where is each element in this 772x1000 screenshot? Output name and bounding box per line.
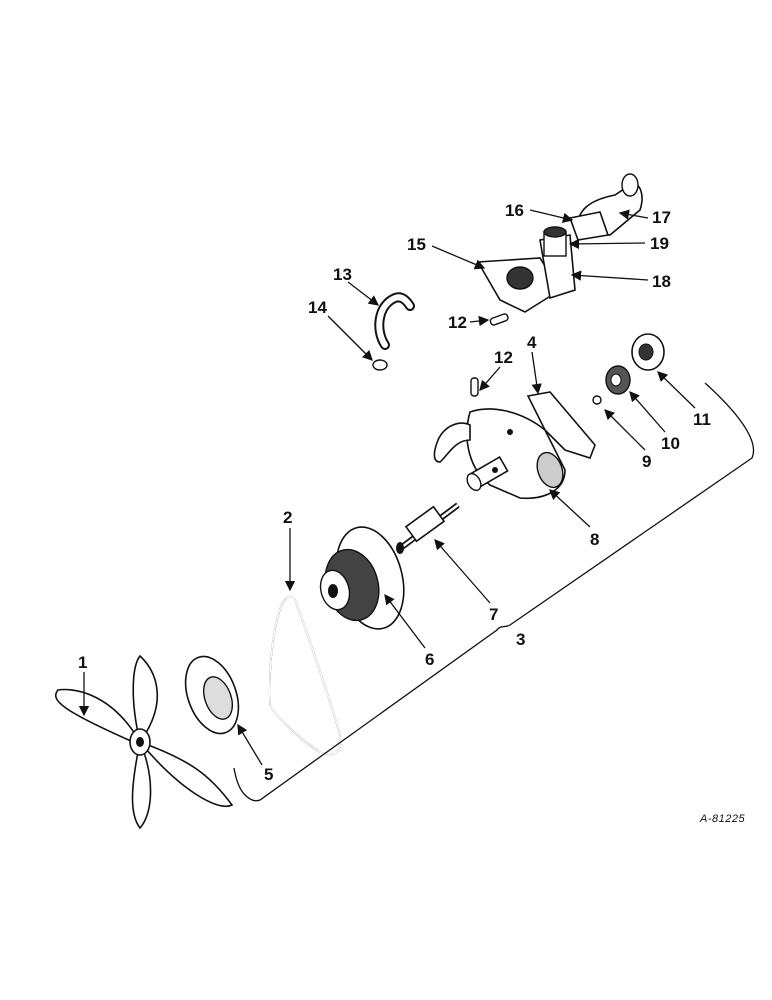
callout-7: 7 — [489, 605, 498, 624]
callout-10: 10 — [661, 434, 680, 453]
callout-17: 17 — [652, 208, 671, 227]
small-nut — [592, 395, 602, 405]
callout-2: 2 — [283, 508, 292, 527]
pump-impeller — [631, 333, 665, 371]
fan-blade-assembly — [54, 654, 234, 830]
callout-13: 13 — [333, 265, 352, 284]
callout-16: 16 — [505, 201, 524, 220]
callout-4: 4 — [527, 333, 537, 352]
water-pump-pulley — [319, 526, 405, 630]
callout-8: 8 — [590, 530, 599, 549]
hose-clamp — [372, 359, 388, 371]
callout-6: 6 — [425, 650, 434, 669]
pulley-spacer — [184, 655, 240, 735]
thermostat — [543, 226, 567, 257]
callout-9: 9 — [642, 452, 651, 471]
pump-seal — [605, 365, 631, 395]
callout-19: 19 — [650, 234, 669, 253]
fan-belt — [268, 595, 342, 756]
water-pump-body — [433, 408, 566, 500]
callout-5: 5 — [264, 765, 273, 784]
stud-pin-lower — [470, 377, 479, 397]
callout-12-upper: 12 — [448, 313, 467, 332]
drawing-id: A-81225 — [699, 813, 745, 825]
bypass-hose-bore — [376, 294, 413, 348]
callout-3: 3 — [516, 630, 525, 649]
callout-18: 18 — [652, 272, 671, 291]
stud-pin-upper — [489, 313, 509, 326]
pump-gasket — [526, 391, 596, 459]
thermostat-housing — [476, 257, 562, 313]
leader-lines — [78, 209, 696, 766]
fan-belt-inner-edge — [268, 595, 342, 756]
bearing-and-shaft — [396, 502, 460, 554]
callout-12-lower: 12 — [494, 348, 513, 367]
group-bracket-3 — [233, 382, 755, 802]
callout-14: 14 — [308, 298, 327, 317]
callout-11: 11 — [693, 410, 711, 429]
outlet-gasket — [568, 211, 610, 241]
callout-15: 15 — [407, 235, 426, 254]
callout-1: 1 — [78, 653, 87, 672]
